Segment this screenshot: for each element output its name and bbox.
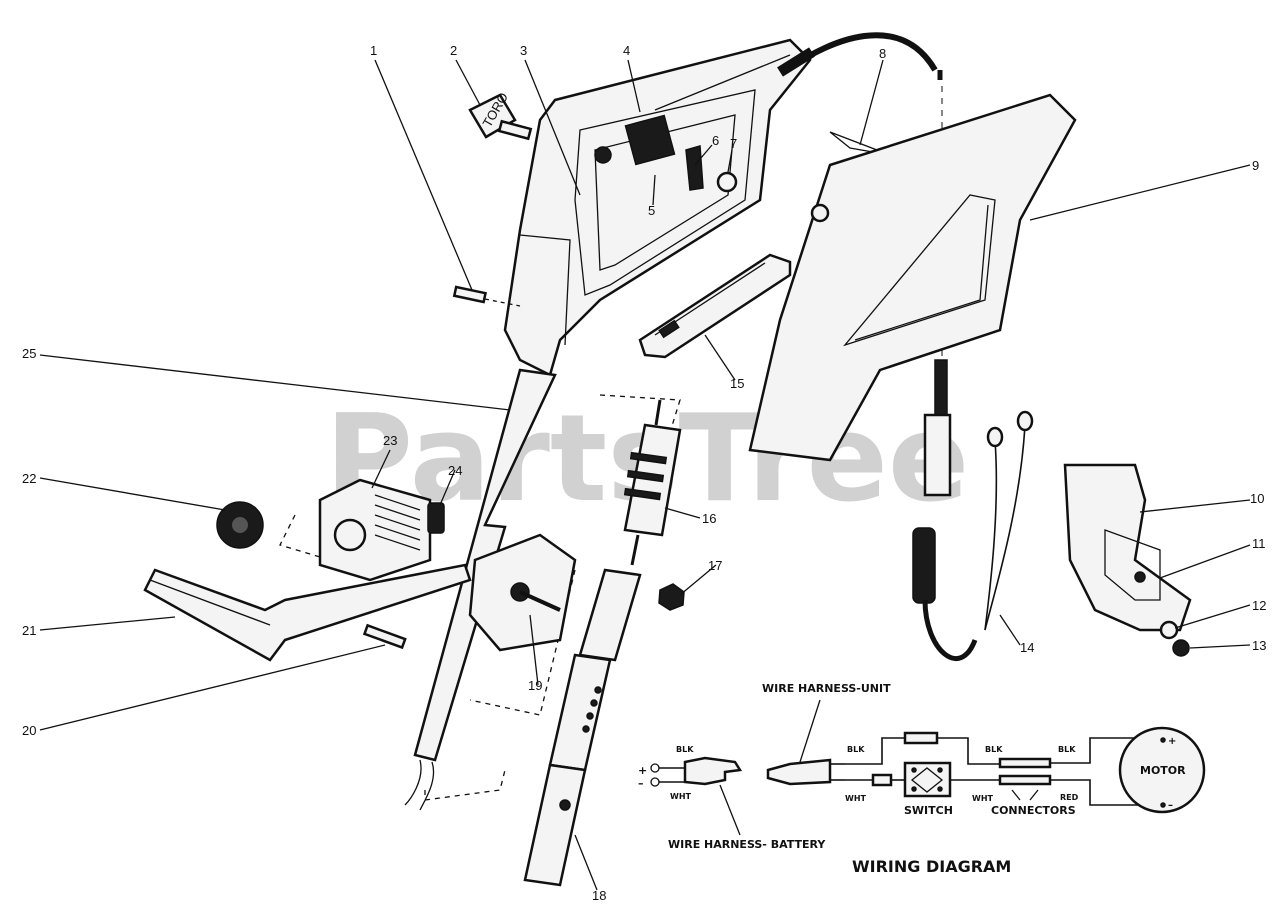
grip-part-16 [623,399,682,566]
callout-9: 9 [1252,158,1259,173]
callout-4: 4 [623,43,630,58]
key-part-2: TORO [468,90,533,141]
callout-12: 12 [1252,598,1266,613]
callout-22: 22 [22,471,36,486]
connector-lower [998,774,1052,786]
callout-6: 6 [712,133,719,148]
callout-18: 18 [592,888,606,903]
mount-plate-part-23 [318,478,432,582]
label-switch: SWITCH [904,804,953,817]
knob-part-22 [216,501,264,549]
screw-part-1 [452,285,521,307]
callout-20: 20 [22,723,36,738]
callout-8: 8 [879,46,886,61]
motor-minus-sign: – [1168,800,1173,811]
label-blk-motor: BLK [1058,745,1076,754]
battery-minus-sign: – [638,777,644,790]
connector-upper [998,757,1052,769]
lower-tube-part-18 [523,568,642,887]
battery-harness-connector [683,756,743,786]
bracket-part-15 [638,253,792,359]
callout-5: 5 [648,203,655,218]
battery-terminal-negative [650,777,660,787]
side-bracket-part-10 [1063,463,1192,657]
label-motor: MOTOR [1140,764,1186,777]
label-wire-harness-unit: WIRE HARNESS-UNIT [762,682,891,695]
cover-part-9 [748,93,1077,462]
callout-1: 1 [370,43,377,58]
handle-bar-part-21 [143,563,472,662]
wiring-diagram: WIRE HARNESS-UNIT + – BLK WHT WIRE HARNE… [638,682,1206,876]
bolt-part-20 [362,623,407,650]
motor-plus-sign: + [1168,736,1176,747]
callout-14: 14 [1020,640,1034,655]
wht-fuse [871,773,893,787]
callout-21: 21 [22,623,36,638]
spring-part-24 [427,502,445,534]
motor [1118,726,1206,814]
callout-23: 23 [383,433,397,448]
label-connectors: CONNECTORS [991,804,1076,817]
battery-plus-sign: + [638,764,647,777]
callout-19: 19 [528,678,542,693]
callout-13: 13 [1252,638,1266,653]
handle-housing [503,38,812,377]
label-wire-harness-battery: WIRE HARNESS- BATTERY [668,838,826,851]
resistor [903,731,939,745]
label-wht-unit: WHT [845,794,867,803]
label-wht-switch: WHT [972,794,994,803]
callout-3: 3 [520,43,527,58]
label-blk-switch: BLK [985,745,1003,754]
label-red-motor: RED [1060,793,1079,802]
nut-part-17 [658,583,685,611]
callout-25: 25 [22,346,36,361]
clamp-part-19 [468,533,577,652]
callout-7: 7 [730,136,737,151]
callout-11: 11 [1252,536,1266,551]
unit-harness-connector [766,758,832,786]
wiring-diagram-title: WIRING DIAGRAM [852,857,1011,876]
callout-16: 16 [702,511,716,526]
callout-10: 10 [1250,491,1264,506]
callout-2: 2 [450,43,457,58]
leader-lines [39,59,1251,891]
callout-15: 15 [730,376,744,391]
label-wht-battery: WHT [670,792,692,801]
battery-terminal-positive [650,763,660,773]
label-blk-battery: BLK [676,745,694,754]
callout-numbers: 1 2 3 4 5 6 7 8 9 10 11 12 13 14 15 16 1… [22,43,1266,903]
callout-24: 24 [448,463,462,478]
battery-harness-part-14 [912,359,1034,661]
label-blk-unit: BLK [847,745,865,754]
callout-17: 17 [708,558,722,573]
